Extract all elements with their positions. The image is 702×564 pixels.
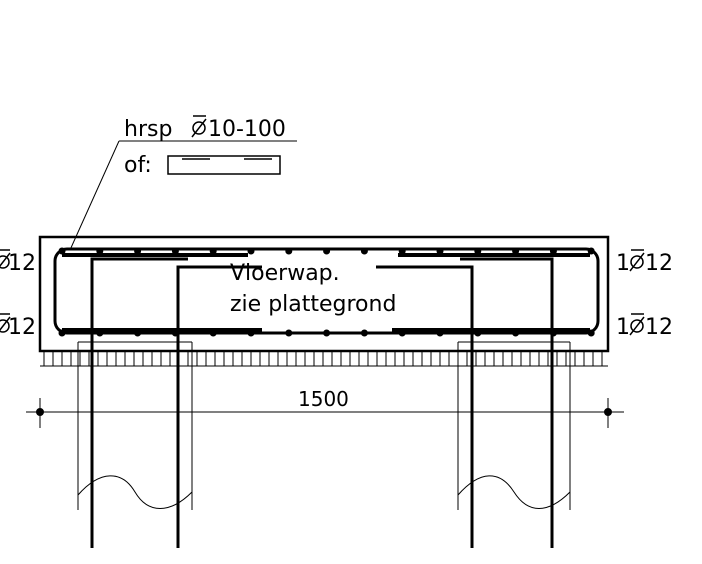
bottom-rebar-dots <box>58 329 595 337</box>
rebar-dot <box>285 329 293 337</box>
rebar-dot <box>474 247 482 255</box>
dimension-value: 1500 <box>298 387 349 411</box>
pile-left <box>77 341 193 510</box>
rebar-dot <box>58 329 66 337</box>
rebar-dot <box>247 247 255 255</box>
beam-outline <box>38 235 610 353</box>
rebar-dot <box>549 329 557 337</box>
rebar-dot <box>323 329 331 337</box>
rebar-dot <box>171 329 179 337</box>
alternative-stirrup-shape <box>167 155 281 175</box>
rebar-dot <box>360 247 368 255</box>
right-top-bar-size: 12 <box>645 251 673 276</box>
rebar-dot <box>323 247 331 255</box>
rebar-dot <box>512 329 520 337</box>
top-rebar-dots <box>58 247 595 255</box>
stirrup-leader <box>69 140 297 251</box>
right-bottom-bar-count: 1 <box>616 315 630 340</box>
dimension-line <box>26 398 624 428</box>
main-reinforcement <box>62 253 590 332</box>
rebar-dot <box>58 247 66 255</box>
floor-reinforcement-line2: zie plattegrond <box>230 292 396 317</box>
rebar-dot <box>134 329 142 337</box>
right-bottom-diameter-icon <box>629 313 645 336</box>
rebar-dot <box>436 247 444 255</box>
rebar-dot <box>474 329 482 337</box>
pile-right <box>457 341 571 510</box>
right-top-diameter-icon <box>629 249 645 272</box>
left-top-bar-label: 12 <box>8 251 36 276</box>
rebar-dot <box>436 329 444 337</box>
stirrup-spec: 10-100 <box>208 117 286 142</box>
rebar-dot <box>549 247 557 255</box>
rebar-dot <box>96 329 104 337</box>
rebar-dot <box>398 329 406 337</box>
rebar-dot <box>285 247 293 255</box>
left-bottom-bar-label: 12 <box>8 315 36 340</box>
foundation-strip <box>40 350 608 367</box>
right-bottom-bar-size: 12 <box>645 315 673 340</box>
left-top-diameter-icon <box>0 249 11 269</box>
rebar-dot <box>247 329 255 337</box>
rebar-dot <box>398 247 406 255</box>
rebar-dot <box>209 329 217 337</box>
alternative-label: of: <box>124 153 152 178</box>
right-top-bar-count: 1 <box>616 251 630 276</box>
stirrup-label: hrsp <box>124 117 172 142</box>
rebar-dot <box>96 247 104 255</box>
floor-reinforcement-line1: Vloerwap. <box>230 261 340 286</box>
rebar-dot <box>209 247 217 255</box>
rebar-dot <box>171 247 179 255</box>
diameter-symbol-icon <box>191 115 207 138</box>
rebar-dot <box>360 329 368 337</box>
floor-reinforcement <box>90 257 554 548</box>
rebar-dot <box>587 247 595 255</box>
rebar-dot <box>134 247 142 255</box>
left-bottom-diameter-icon <box>0 313 11 333</box>
rebar-dot <box>512 247 520 255</box>
rebar-dot <box>587 329 595 337</box>
